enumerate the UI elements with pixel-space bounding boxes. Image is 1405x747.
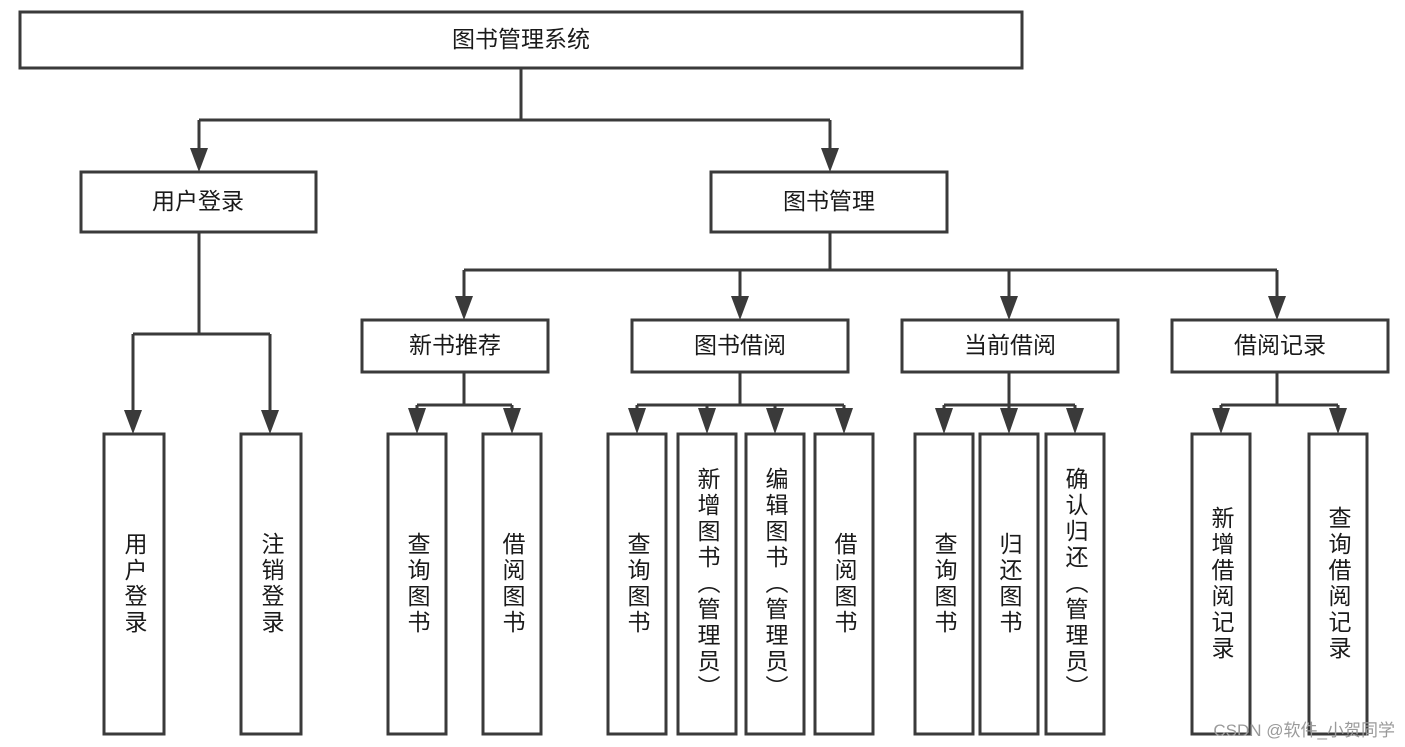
node-leaf-borrow-book-2[interactable]: 借阅图书 bbox=[813, 432, 875, 736]
node-current-borrow[interactable]: 当前借阅 bbox=[900, 318, 1120, 374]
node-leaf-query-record[interactable]: 查询借阅记录 bbox=[1307, 432, 1369, 736]
node-leaf-user-login[interactable]: 用户登录 bbox=[102, 432, 166, 736]
root-box[interactable] bbox=[18, 10, 1024, 70]
node-leaf-edit-book[interactable]: 编辑图书（管理员） bbox=[744, 432, 806, 736]
node-root[interactable]: 图书管理系统 bbox=[18, 10, 1024, 70]
leaf-edit-book-label: 编辑图书（管理员） bbox=[762, 467, 789, 701]
arrow-head-book-manage bbox=[821, 148, 839, 172]
node-leaf-user-logout[interactable]: 注销登录 bbox=[239, 432, 303, 736]
node-user-login[interactable]: 用户登录 bbox=[79, 170, 318, 234]
arrow-head-leaf-user-login bbox=[124, 410, 142, 434]
leaf-add-record-box[interactable] bbox=[1190, 432, 1252, 736]
leaf-confirm-return-box[interactable] bbox=[1044, 432, 1106, 736]
arrow-head-leaf-edit-book bbox=[766, 408, 784, 434]
arrow-head-leaf-query-book-3 bbox=[935, 408, 953, 434]
borrow-record-box[interactable] bbox=[1170, 318, 1390, 374]
arrow-head-leaf-query-book-2 bbox=[628, 408, 646, 434]
node-book-borrow[interactable]: 图书借阅 bbox=[630, 318, 850, 374]
leaf-user-logout-label: 注销登录 bbox=[258, 532, 285, 636]
node-new-book-recommend[interactable]: 新书推荐 bbox=[360, 318, 550, 374]
user-login-box[interactable] bbox=[79, 170, 318, 234]
leaf-borrow-book-1-label: 借阅图书 bbox=[499, 532, 526, 636]
leaf-add-book-box[interactable] bbox=[676, 432, 738, 736]
leaf-user-login-box[interactable] bbox=[102, 432, 166, 736]
arrow-head-user-login bbox=[190, 148, 208, 172]
arrow-head-leaf-query-record bbox=[1329, 408, 1347, 434]
leaf-query-book-1-box[interactable] bbox=[386, 432, 448, 736]
leaf-user-logout-box[interactable] bbox=[239, 432, 303, 736]
borrow-record-label: 借阅记录 bbox=[1234, 332, 1326, 358]
arrow-head-leaf-borrow-book-1 bbox=[503, 408, 521, 434]
leaf-query-book-1-label: 查询图书 bbox=[404, 532, 431, 636]
leaf-query-book-2-box[interactable] bbox=[606, 432, 668, 736]
leaf-borrow-book-1-box[interactable] bbox=[481, 432, 543, 736]
user-login-label: 用户登录 bbox=[152, 188, 244, 214]
arrow-head-leaf-query-book-1 bbox=[408, 408, 426, 434]
leaf-return-book-label: 归还图书 bbox=[996, 532, 1023, 636]
leaf-query-book-2-label: 查询图书 bbox=[624, 532, 651, 636]
leaf-add-record-label: 新增借阅记录 bbox=[1208, 506, 1235, 662]
leaf-return-book-box[interactable] bbox=[978, 432, 1040, 736]
node-leaf-return-book[interactable]: 归还图书 bbox=[978, 432, 1040, 736]
book-manage-box[interactable] bbox=[709, 170, 949, 234]
leaf-query-book-3-box[interactable] bbox=[913, 432, 975, 736]
book-manage-label: 图书管理 bbox=[783, 188, 875, 214]
new-book-recommend-label: 新书推荐 bbox=[409, 332, 501, 358]
arrow-head-leaf-add-book bbox=[698, 408, 716, 434]
root-label: 图书管理系统 bbox=[452, 26, 590, 52]
arrow-head-borrow-record bbox=[1268, 296, 1286, 320]
current-borrow-box[interactable] bbox=[900, 318, 1120, 374]
arrow-head-leaf-borrow-book-2 bbox=[835, 408, 853, 434]
leaf-query-book-3-label: 查询图书 bbox=[931, 532, 958, 636]
node-book-manage[interactable]: 图书管理 bbox=[709, 170, 949, 234]
arrow-head-leaf-add-record bbox=[1212, 408, 1230, 434]
current-borrow-label: 当前借阅 bbox=[964, 332, 1056, 358]
node-leaf-borrow-book-1[interactable]: 借阅图书 bbox=[481, 432, 543, 736]
arrow-head-current-borrow bbox=[1000, 296, 1018, 320]
node-leaf-query-book-1[interactable]: 查询图书 bbox=[386, 432, 448, 736]
leaf-add-book-label: 新增图书（管理员） bbox=[694, 467, 721, 701]
leaf-query-record-label: 查询借阅记录 bbox=[1325, 506, 1352, 662]
book-borrow-label: 图书借阅 bbox=[694, 332, 786, 358]
leaf-borrow-book-2-box[interactable] bbox=[813, 432, 875, 736]
arrow-head-new-book-recommend bbox=[455, 296, 473, 320]
node-leaf-confirm-return[interactable]: 确认归还（管理员） bbox=[1044, 432, 1106, 736]
node-borrow-record[interactable]: 借阅记录 bbox=[1170, 318, 1390, 374]
node-leaf-add-record[interactable]: 新增借阅记录 bbox=[1190, 432, 1252, 736]
new-book-recommend-box[interactable] bbox=[360, 318, 550, 374]
leaf-confirm-return-label: 确认归还（管理员） bbox=[1062, 467, 1089, 701]
leaf-user-login-label: 用户登录 bbox=[121, 532, 148, 636]
node-leaf-query-book-3[interactable]: 查询图书 bbox=[913, 432, 975, 736]
book-borrow-box[interactable] bbox=[630, 318, 850, 374]
connector-layer bbox=[124, 68, 1347, 434]
arrow-head-leaf-return-book bbox=[1000, 408, 1018, 434]
arrow-head-leaf-user-logout bbox=[261, 410, 279, 434]
node-leaf-add-book[interactable]: 新增图书（管理员） bbox=[676, 432, 738, 736]
leaf-query-record-box[interactable] bbox=[1307, 432, 1369, 736]
arrow-head-leaf-confirm-return bbox=[1066, 408, 1084, 434]
node-leaf-query-book-2[interactable]: 查询图书 bbox=[606, 432, 668, 736]
leaf-borrow-book-2-label: 借阅图书 bbox=[831, 532, 858, 636]
leaf-edit-book-box[interactable] bbox=[744, 432, 806, 736]
arrow-head-book-borrow bbox=[731, 296, 749, 320]
